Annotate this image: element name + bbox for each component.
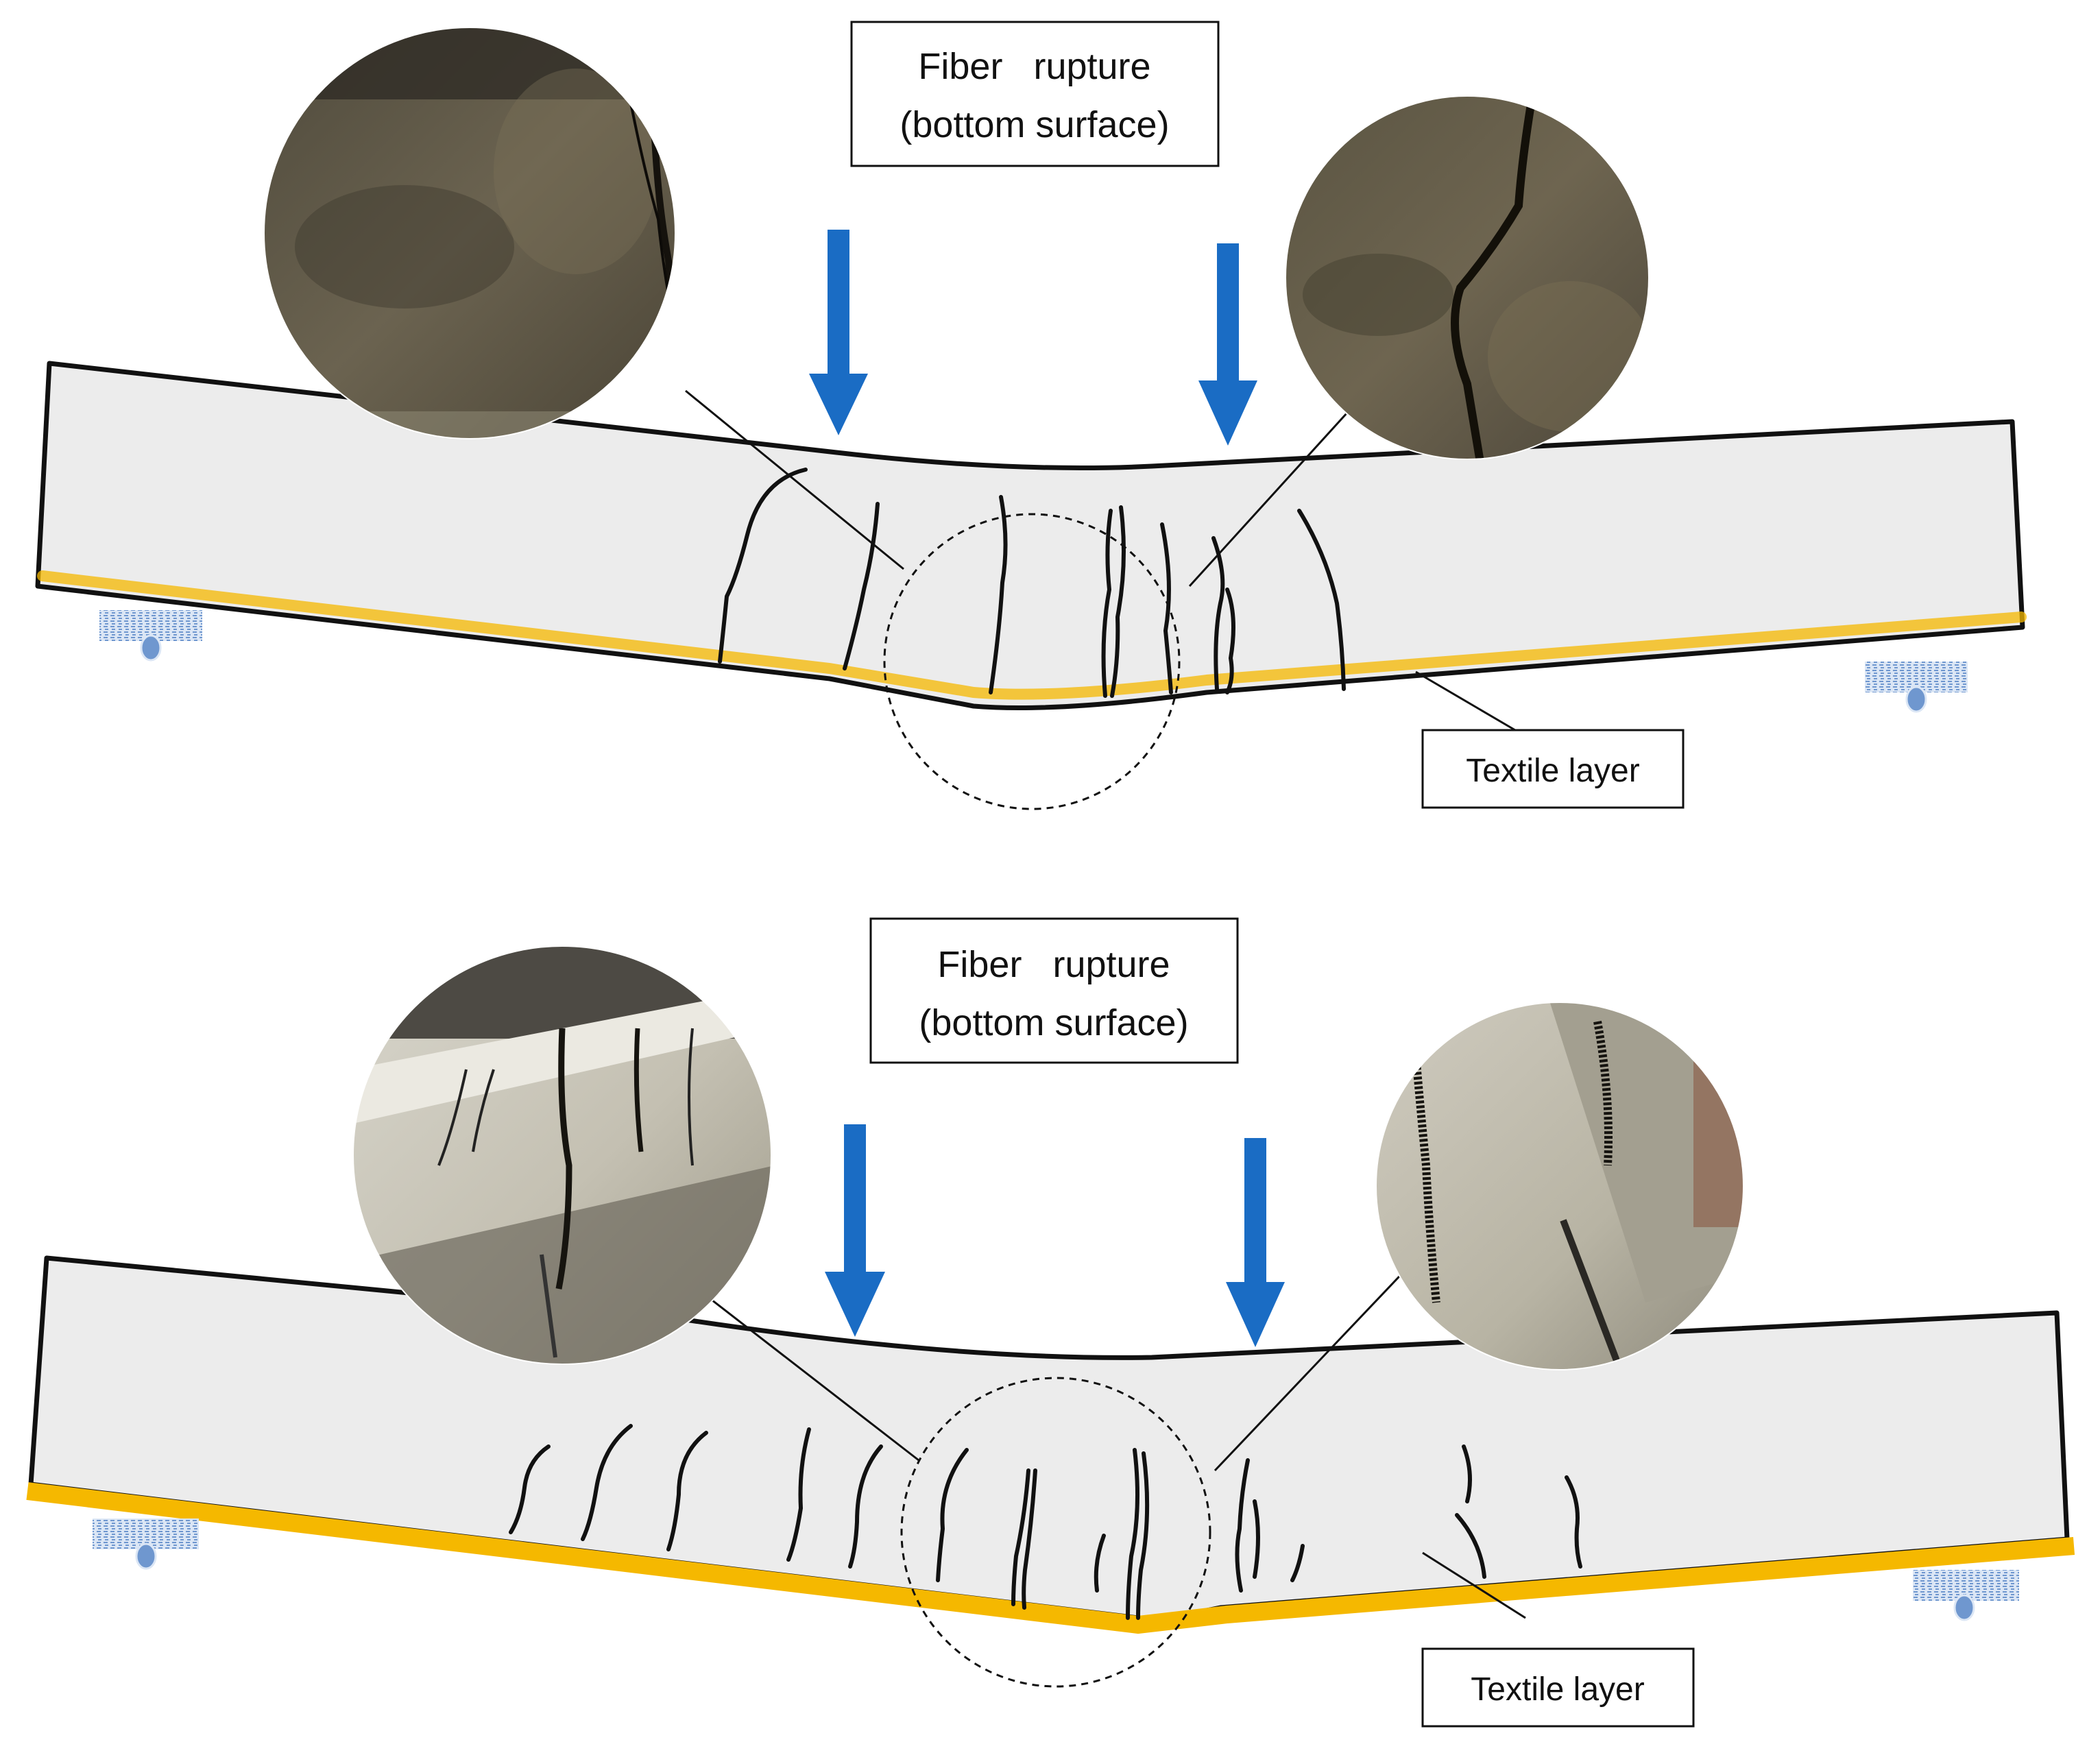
crack (509, 1444, 551, 1534)
magnifier-ring-bottom (900, 1377, 1211, 1688)
textile-label: Textile layer (1471, 1671, 1644, 1708)
crack (718, 468, 808, 664)
crack (1235, 1458, 1250, 1593)
textile-label-box (1421, 729, 1685, 809)
crack-photo-inset (263, 27, 676, 439)
crack (1225, 588, 1235, 694)
crack-photo-inset (1375, 1002, 1744, 1370)
crack (1160, 522, 1173, 694)
textile-label: Textile layer (1466, 753, 1639, 789)
crack (1290, 1544, 1305, 1582)
callout-line (1422, 1551, 1526, 1619)
textile-layer-top (37, 570, 2027, 700)
cracks-bottom (509, 1424, 1582, 1620)
crack (1462, 1444, 1472, 1503)
roller-support-icon (99, 610, 202, 662)
down-arrow-icon (1198, 243, 1257, 446)
down-arrow-icon (1226, 1138, 1285, 1347)
crack (1101, 509, 1113, 698)
panel-top: Fiber rupture (bottom surface) Textile l… (35, 21, 2027, 810)
crack (843, 502, 880, 670)
crack (848, 1444, 883, 1569)
down-arrow-icon (825, 1124, 885, 1337)
crack (786, 1427, 811, 1562)
title-box (850, 21, 1220, 167)
title-line-1: Fiber rupture (937, 944, 1170, 985)
panel-bottom: Fiber rupture (bottom surface) Textile l… (26, 917, 2075, 1728)
crack (1022, 1468, 1037, 1610)
roller-support-icon (1865, 662, 1968, 713)
crack (1011, 1468, 1030, 1606)
crack (1211, 536, 1225, 691)
down-arrow-icon (809, 230, 868, 435)
textile-label-box (1421, 1647, 1695, 1728)
crack (936, 1448, 969, 1582)
title-line-1: Fiber rupture (918, 46, 1150, 87)
callout-line (1415, 670, 1516, 731)
crack (1565, 1475, 1582, 1569)
title-box (869, 917, 1239, 1064)
title-line-2: (bottom surface) (919, 1002, 1188, 1043)
crack (666, 1431, 708, 1551)
crack (1297, 509, 1346, 691)
crack (1094, 1534, 1106, 1593)
crack (1110, 505, 1126, 698)
roller-support-icon (1913, 1570, 2019, 1621)
crack (1136, 1451, 1150, 1620)
crack (1126, 1448, 1139, 1620)
crack (1455, 1513, 1486, 1579)
callout-line (685, 389, 904, 570)
beam-top (35, 361, 2025, 710)
magnifier-ring-top (883, 513, 1181, 810)
crack-photo-inset (1285, 95, 1650, 460)
cracks-top (718, 468, 1346, 698)
crack (1253, 1499, 1260, 1579)
crack (989, 495, 1008, 694)
callout-line (675, 1270, 919, 1462)
title-line-2: (bottom surface) (900, 104, 1169, 145)
crack (581, 1424, 633, 1541)
roller-support-icon (93, 1519, 199, 1570)
